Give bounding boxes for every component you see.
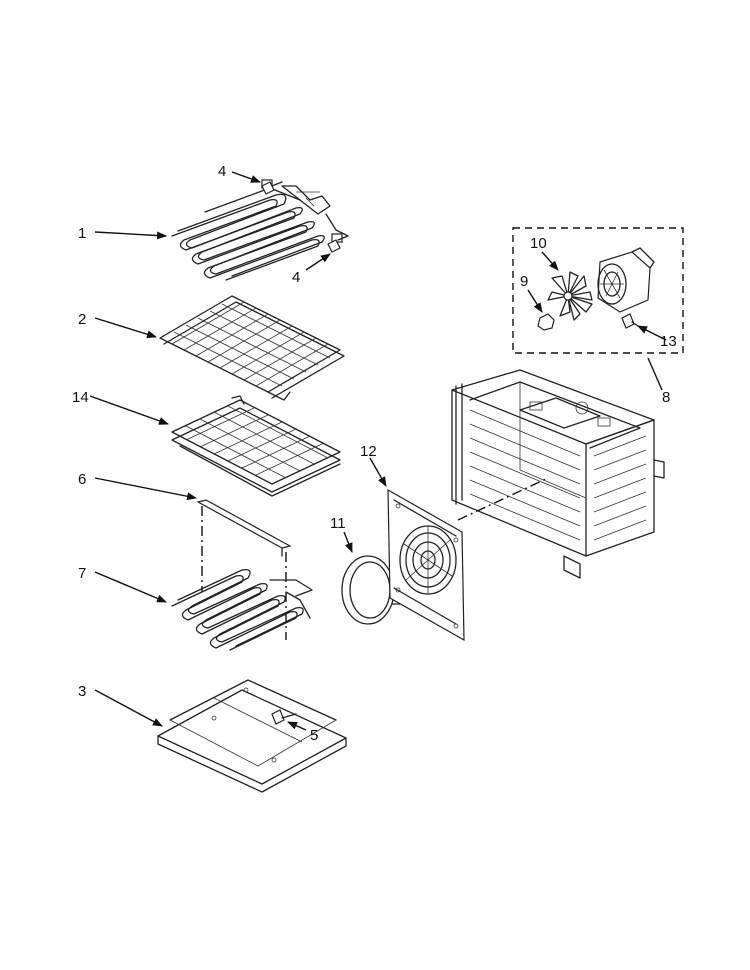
- nut-part: [537, 313, 555, 331]
- broil-element-part: [171, 179, 349, 281]
- screw-part: [271, 709, 297, 725]
- fan-assembly-box: [512, 227, 684, 354]
- callout-11: 11: [330, 515, 346, 532]
- vent-trim-part: [196, 499, 292, 557]
- callout-12: 12: [360, 443, 377, 460]
- fan-motor-part: [597, 247, 655, 313]
- callout-14: 14: [72, 389, 89, 406]
- sliding-rack-part: [171, 395, 341, 497]
- callout-6: 6: [78, 471, 86, 488]
- callout-7: 7: [78, 565, 86, 582]
- callout-3: 3: [78, 683, 86, 700]
- oven-rack-part: [159, 295, 345, 401]
- callout-13: 13: [660, 333, 677, 350]
- bake-element-part: [171, 569, 313, 651]
- callout-9: 9: [520, 273, 528, 290]
- callout-10: 10: [530, 235, 547, 252]
- callout-5: 5: [310, 727, 318, 744]
- callout-4b: 4: [292, 269, 300, 286]
- alignment-line: [457, 477, 549, 521]
- leader-lines: [89, 171, 667, 731]
- bottom-cover-part: [157, 679, 347, 793]
- callout-1: 1: [78, 225, 86, 242]
- screw-part: [261, 181, 283, 195]
- callout-8: 8: [662, 389, 670, 406]
- fan-cover-part: [387, 488, 465, 642]
- callout-4a: 4: [218, 163, 226, 180]
- fan-blade-part: [547, 271, 593, 321]
- screw-part: [327, 235, 349, 253]
- oven-cavity-part: [451, 369, 665, 579]
- callout-2: 2: [78, 311, 86, 328]
